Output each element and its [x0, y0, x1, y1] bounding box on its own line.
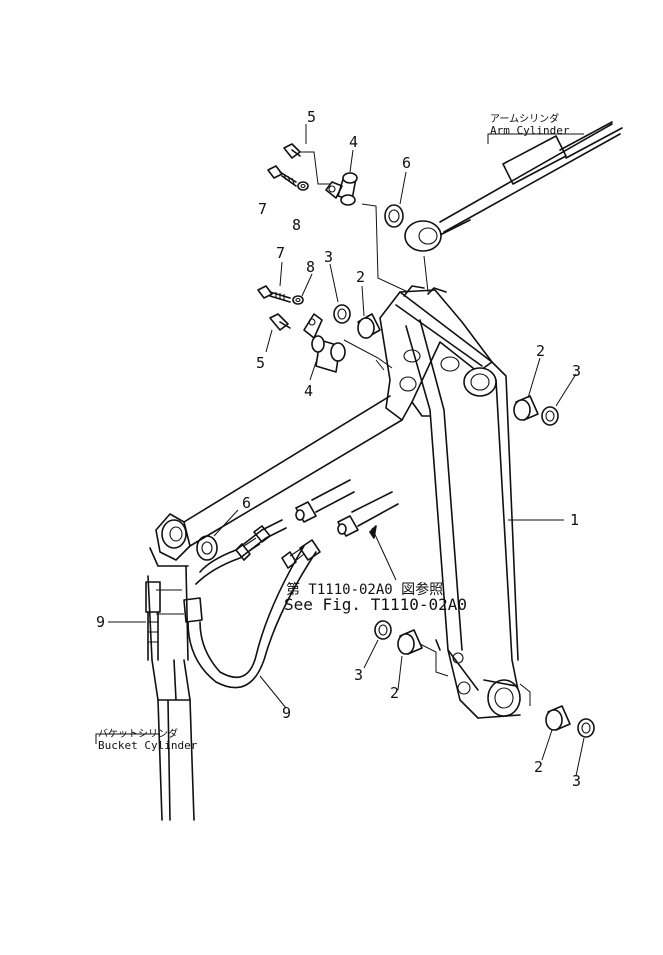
callout-8-lower: 8 [306, 258, 315, 276]
seal-lower-left [374, 620, 392, 640]
callout-2-lower-left: 2 [390, 684, 399, 702]
callout-6-lower: 6 [242, 494, 251, 512]
callout-8-upper: 8 [292, 216, 301, 234]
hydraulic-hose-left [145, 581, 161, 661]
hydraulic-hose-right [183, 519, 321, 689]
bucket-cylinder-label-jp: バケットシリンダ [98, 727, 178, 740]
callout-9-left: 9 [96, 613, 105, 631]
bolt-lower [257, 285, 291, 303]
callout-5-upper: 5 [307, 108, 316, 126]
shim-upper [384, 204, 404, 228]
grease-fitting-upper [283, 143, 301, 159]
seal-right [541, 406, 559, 426]
callout-2-right: 2 [536, 342, 545, 360]
callout-leaders [95, 124, 585, 777]
bucket-cylinder-label-en: Bucket Cylinder [98, 739, 198, 752]
bushing-top [357, 313, 381, 339]
callout-4-lower: 4 [304, 382, 313, 400]
callout-3-lower-left: 3 [354, 666, 363, 684]
arm-cylinder-label-jp: アームシリンダ [490, 112, 559, 125]
callout-2-lower-right: 2 [534, 758, 543, 776]
assembly-guide-lines [300, 151, 531, 706]
callout-7-upper: 7 [258, 200, 267, 218]
callout-7-lower: 7 [276, 244, 285, 262]
reference-figure-label-jp: 第 T1110-02A0 図参照 [286, 581, 443, 598]
callout-4-upper: 4 [349, 133, 358, 151]
callout-6-upper: 6 [402, 154, 411, 172]
callout-9-right: 9 [282, 704, 291, 722]
bucket-cylinder [147, 395, 403, 821]
callout-2-top: 2 [356, 268, 365, 286]
hose-fittings [295, 479, 399, 581]
washer-upper [297, 181, 309, 191]
shim-lower [196, 535, 218, 561]
bolt-upper [267, 165, 297, 187]
arm-cylinder-leader [487, 133, 584, 144]
callout-3-right: 3 [572, 362, 581, 380]
grease-fitting-lower [269, 313, 291, 331]
pin-upper [325, 172, 358, 206]
seal-top [333, 304, 351, 324]
arm-body [379, 285, 521, 719]
callout-5-lower: 5 [256, 354, 265, 372]
bushing-lower-right [545, 705, 571, 731]
callout-1: 1 [570, 511, 579, 529]
arm-cylinder [404, 121, 623, 252]
arm-cylinder-label-en: Arm Cylinder [490, 124, 570, 137]
pin-lower [303, 313, 346, 373]
reference-figure-label-en: See Fig. T1110-02A0 [284, 595, 467, 614]
callout-3-top: 3 [324, 248, 333, 266]
callout-3-lower-right: 3 [572, 772, 581, 790]
bushing-right [513, 395, 539, 421]
bushing-lower-left [397, 629, 423, 655]
seal-lower-right [577, 718, 595, 738]
washer-lower [292, 295, 304, 305]
